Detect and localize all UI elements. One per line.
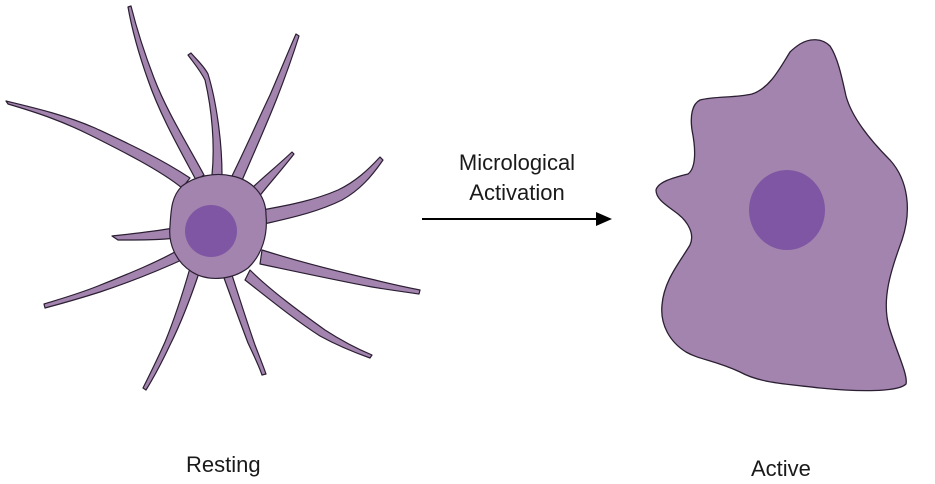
resting-process: [249, 151, 295, 199]
resting-microglia: [5, 5, 421, 391]
resting-process: [111, 227, 177, 241]
resting-process: [127, 5, 205, 181]
activation-label-line2: Activation: [469, 180, 565, 205]
resting-process: [187, 52, 223, 176]
resting-process: [43, 247, 187, 309]
activation-label: Micrological Activation: [420, 148, 614, 208]
active-nucleus: [749, 170, 825, 250]
resting-process: [142, 267, 201, 391]
resting-process: [229, 33, 300, 186]
activation-arrow: [422, 212, 612, 226]
resting-nucleus: [185, 205, 237, 257]
resting-process: [5, 100, 191, 189]
resting-process: [244, 269, 373, 359]
resting-process: [261, 156, 384, 225]
resting-process: [223, 274, 267, 376]
resting-label: Resting: [186, 452, 261, 477]
resting-process: [259, 249, 421, 295]
active-microglia: [655, 39, 908, 392]
activation-label-line1: Micrological: [458, 150, 576, 175]
active-label: Active: [751, 456, 811, 481]
